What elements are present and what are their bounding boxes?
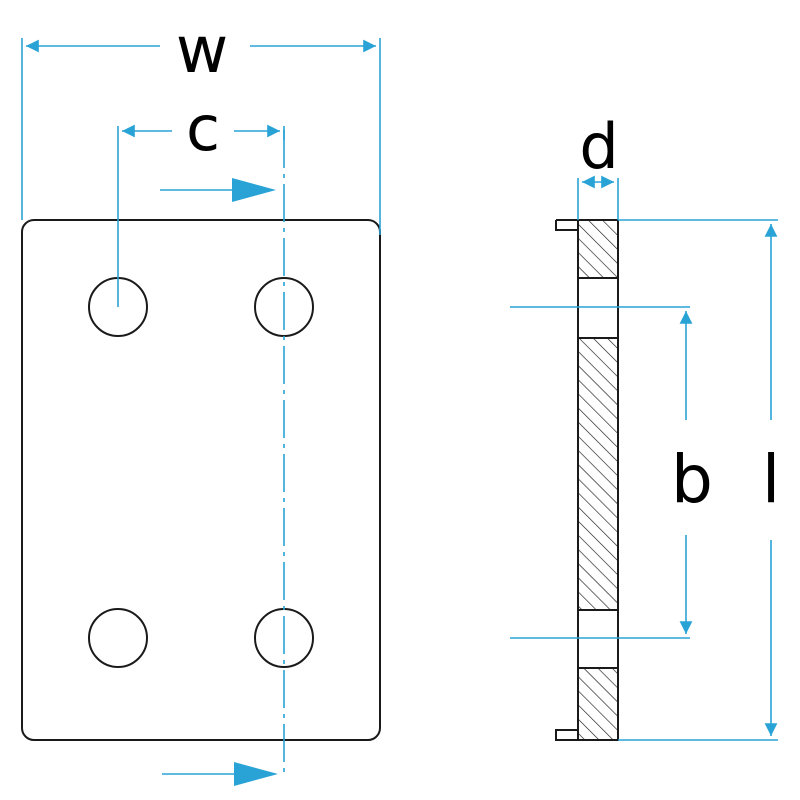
side-view: d b l (510, 110, 780, 741)
label-w: w (176, 14, 228, 88)
front-view: w c (21, 14, 381, 786)
section-segment-top (578, 220, 618, 278)
dimension-c (117, 124, 285, 307)
label-b: b (671, 441, 713, 518)
dimension-d (577, 175, 619, 220)
section-arrow-top (160, 178, 276, 202)
dimension-b (510, 306, 693, 639)
section-segment-middle (578, 338, 618, 610)
dimension-l (618, 219, 778, 741)
section-segment-bottom (578, 668, 618, 740)
label-d: d (579, 110, 618, 183)
label-l: l (762, 441, 780, 518)
label-c: c (186, 92, 220, 165)
section-arrow-bottom (162, 762, 278, 786)
plate-outline (21, 219, 381, 741)
dimension-w (21, 38, 381, 235)
hole-bottom-left (88, 608, 148, 668)
